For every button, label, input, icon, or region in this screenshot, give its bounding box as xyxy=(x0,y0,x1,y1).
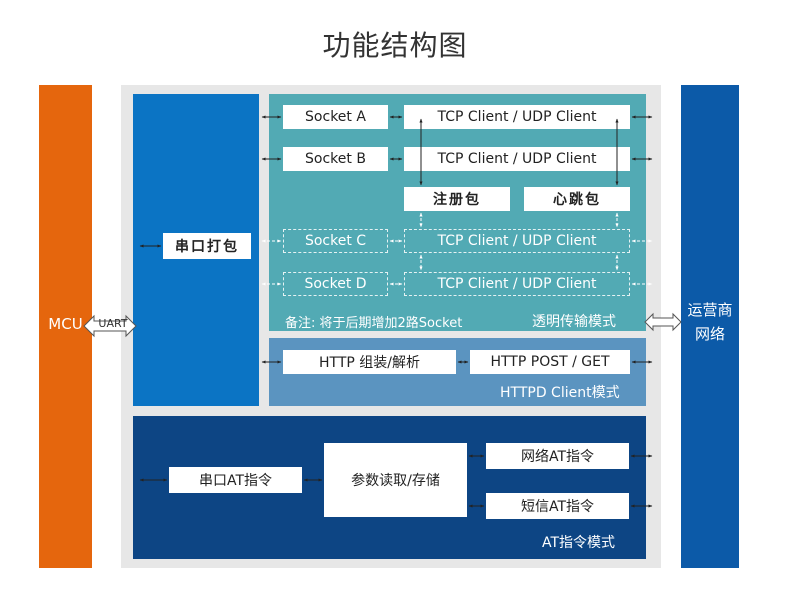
tcp-udp-client-a-box: TCP Client / UDP Client xyxy=(404,105,630,129)
future-socket-note: 备注: 将于后期增加2路Socket xyxy=(285,316,463,331)
register-packet-box: 注册包 xyxy=(404,187,510,211)
mcu-label: MCU xyxy=(48,315,83,333)
socket-a-box: Socket A xyxy=(283,105,388,129)
carrier-network-block xyxy=(681,85,739,568)
http-assemble-box: HTTP 组装/解析 xyxy=(283,350,456,374)
uart-label: UART xyxy=(98,317,128,330)
solid-connectors xyxy=(139,115,653,508)
carrier-double-arrow xyxy=(644,312,682,332)
httpd-mode-label: HTTPD Client模式 xyxy=(500,385,620,401)
http-post-get-box: HTTP POST / GET xyxy=(470,350,630,374)
diagram-title: 功能结构图 xyxy=(322,29,468,62)
tcp-udp-client-d-box: TCP Client / UDP Client xyxy=(404,272,630,296)
tcp-udp-client-c-box: TCP Client / UDP Client xyxy=(404,229,630,253)
transparent-mode-label: 透明传输模式 xyxy=(532,314,616,330)
socket-d-box: Socket D xyxy=(283,272,388,296)
socket-b-box: Socket B xyxy=(283,147,388,171)
at-mode-label: AT指令模式 xyxy=(542,535,616,551)
dashed-connectors xyxy=(261,212,653,286)
network-at-box: 网络AT指令 xyxy=(486,443,629,469)
transparent-mode-panel xyxy=(269,94,646,331)
sms-at-box: 短信AT指令 xyxy=(486,493,629,519)
param-read-store-box: 参数读取/存储 xyxy=(324,443,467,517)
tcp-udp-client-b-box: TCP Client / UDP Client xyxy=(404,147,630,171)
socket-c-box: Socket C xyxy=(283,229,388,253)
heartbeat-packet-box: 心跳包 xyxy=(524,187,630,211)
carrier-network-label: 运营商 网络 xyxy=(687,301,733,343)
serial-at-box: 串口AT指令 xyxy=(169,467,302,493)
uart-double-arrow xyxy=(83,314,137,338)
mcu-block xyxy=(39,85,92,568)
serial-pack-box: 串口打包 xyxy=(163,233,251,259)
